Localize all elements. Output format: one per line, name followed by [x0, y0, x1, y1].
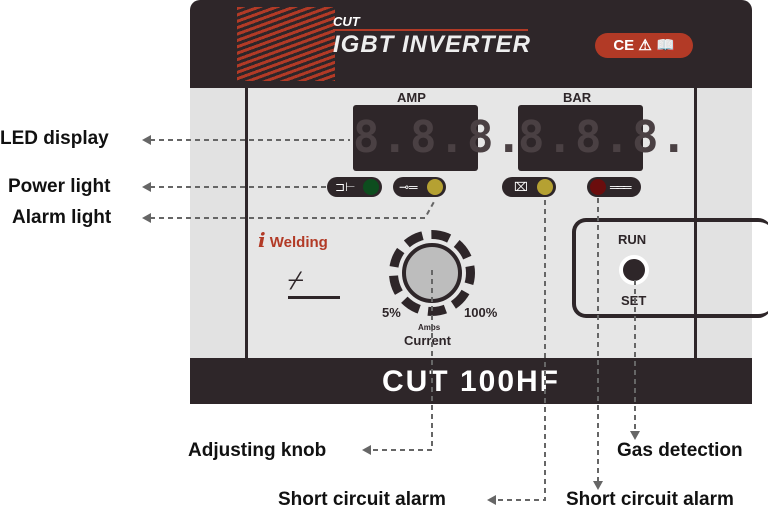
torch-symbol-icon: ⌿ [288, 265, 304, 295]
torch-icon: ⌧ [514, 180, 528, 194]
knob-unit: Amps [418, 323, 441, 332]
knob-max: 100% [464, 305, 498, 320]
model-name: CUT 100HF [190, 358, 752, 404]
green-led [363, 179, 379, 195]
callout-power-light: Power light [8, 176, 111, 197]
knob-name: Current [404, 333, 451, 348]
product-line: IGBT INVERTER [333, 31, 531, 58]
amp-label: AMP [397, 90, 426, 105]
yellow-led [427, 179, 443, 195]
divider [333, 29, 528, 31]
set-label: SET [621, 293, 647, 308]
dc-icon: ═══ [610, 180, 631, 194]
bar-label: BAR [563, 90, 592, 105]
callout-alarm-light: Alarm light [12, 207, 112, 228]
alarm-light-line [150, 199, 436, 219]
power-light: ⊐⊢ [327, 177, 382, 197]
knob-min: 5% [382, 305, 401, 320]
knob-line [370, 270, 433, 451]
torch-alarm-light: ⌧ [502, 177, 556, 197]
callout-short-circuit-2: Short circuit alarm [566, 489, 734, 510]
red-led [590, 179, 606, 195]
brand-logo: i Welding [258, 228, 328, 252]
brand-letter: i [258, 228, 266, 252]
short-circuit-line-1 [495, 200, 546, 501]
run-set-box [572, 218, 768, 318]
alarm-light: ⊸═ [393, 177, 446, 197]
cut-label: CUT [333, 14, 360, 29]
short-circuit-light: ═══ [587, 177, 641, 197]
run-label: RUN [618, 232, 647, 247]
torch-logo-icon [237, 7, 335, 81]
callout-adjusting-knob: Adjusting knob [188, 440, 327, 461]
callout-gas-detection: Gas detection [617, 440, 743, 461]
plug-icon: ⊐⊢ [335, 180, 356, 194]
knob-scale [389, 230, 475, 316]
yellow-led [537, 179, 553, 195]
callout-led-display: LED display [0, 128, 109, 149]
certification-badge: CE ⚠ 📖 [595, 33, 693, 58]
brand-name: Welding [269, 234, 328, 251]
thermometer-icon: ⊸═ [399, 180, 418, 194]
callout-short-circuit-1: Short circuit alarm [278, 489, 446, 510]
workpiece-icon [288, 296, 340, 299]
